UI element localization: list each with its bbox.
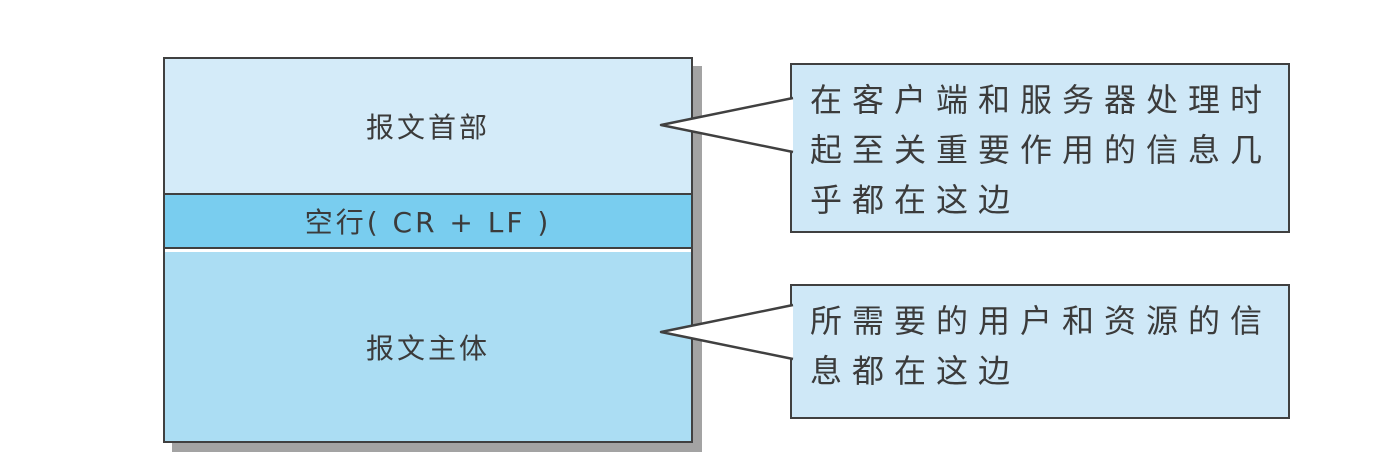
header-callout: 在客户端和服务器处理时起至关重要作用的信息几乎都在这边 <box>790 63 1290 233</box>
message-body-section: 报文主体 <box>165 249 691 441</box>
http-message-box: 报文首部 空行( CR + LF ) 报文主体 <box>163 57 693 443</box>
blank-line-label: 空行( CR + LF ) <box>304 206 552 239</box>
body-callout-text: 所需要的用户和资源的信息都在这边 <box>810 302 1273 390</box>
header-callout-text: 在客户端和服务器处理时起至关重要作用的信息几乎都在这边 <box>810 81 1273 219</box>
message-header-label: 报文首部 <box>365 111 490 144</box>
blank-line-section: 空行( CR + LF ) <box>165 193 691 249</box>
message-header-section: 报文首部 <box>165 59 691 193</box>
message-body-label: 报文主体 <box>365 331 490 365</box>
body-callout: 所需要的用户和资源的信息都在这边 <box>790 284 1290 419</box>
